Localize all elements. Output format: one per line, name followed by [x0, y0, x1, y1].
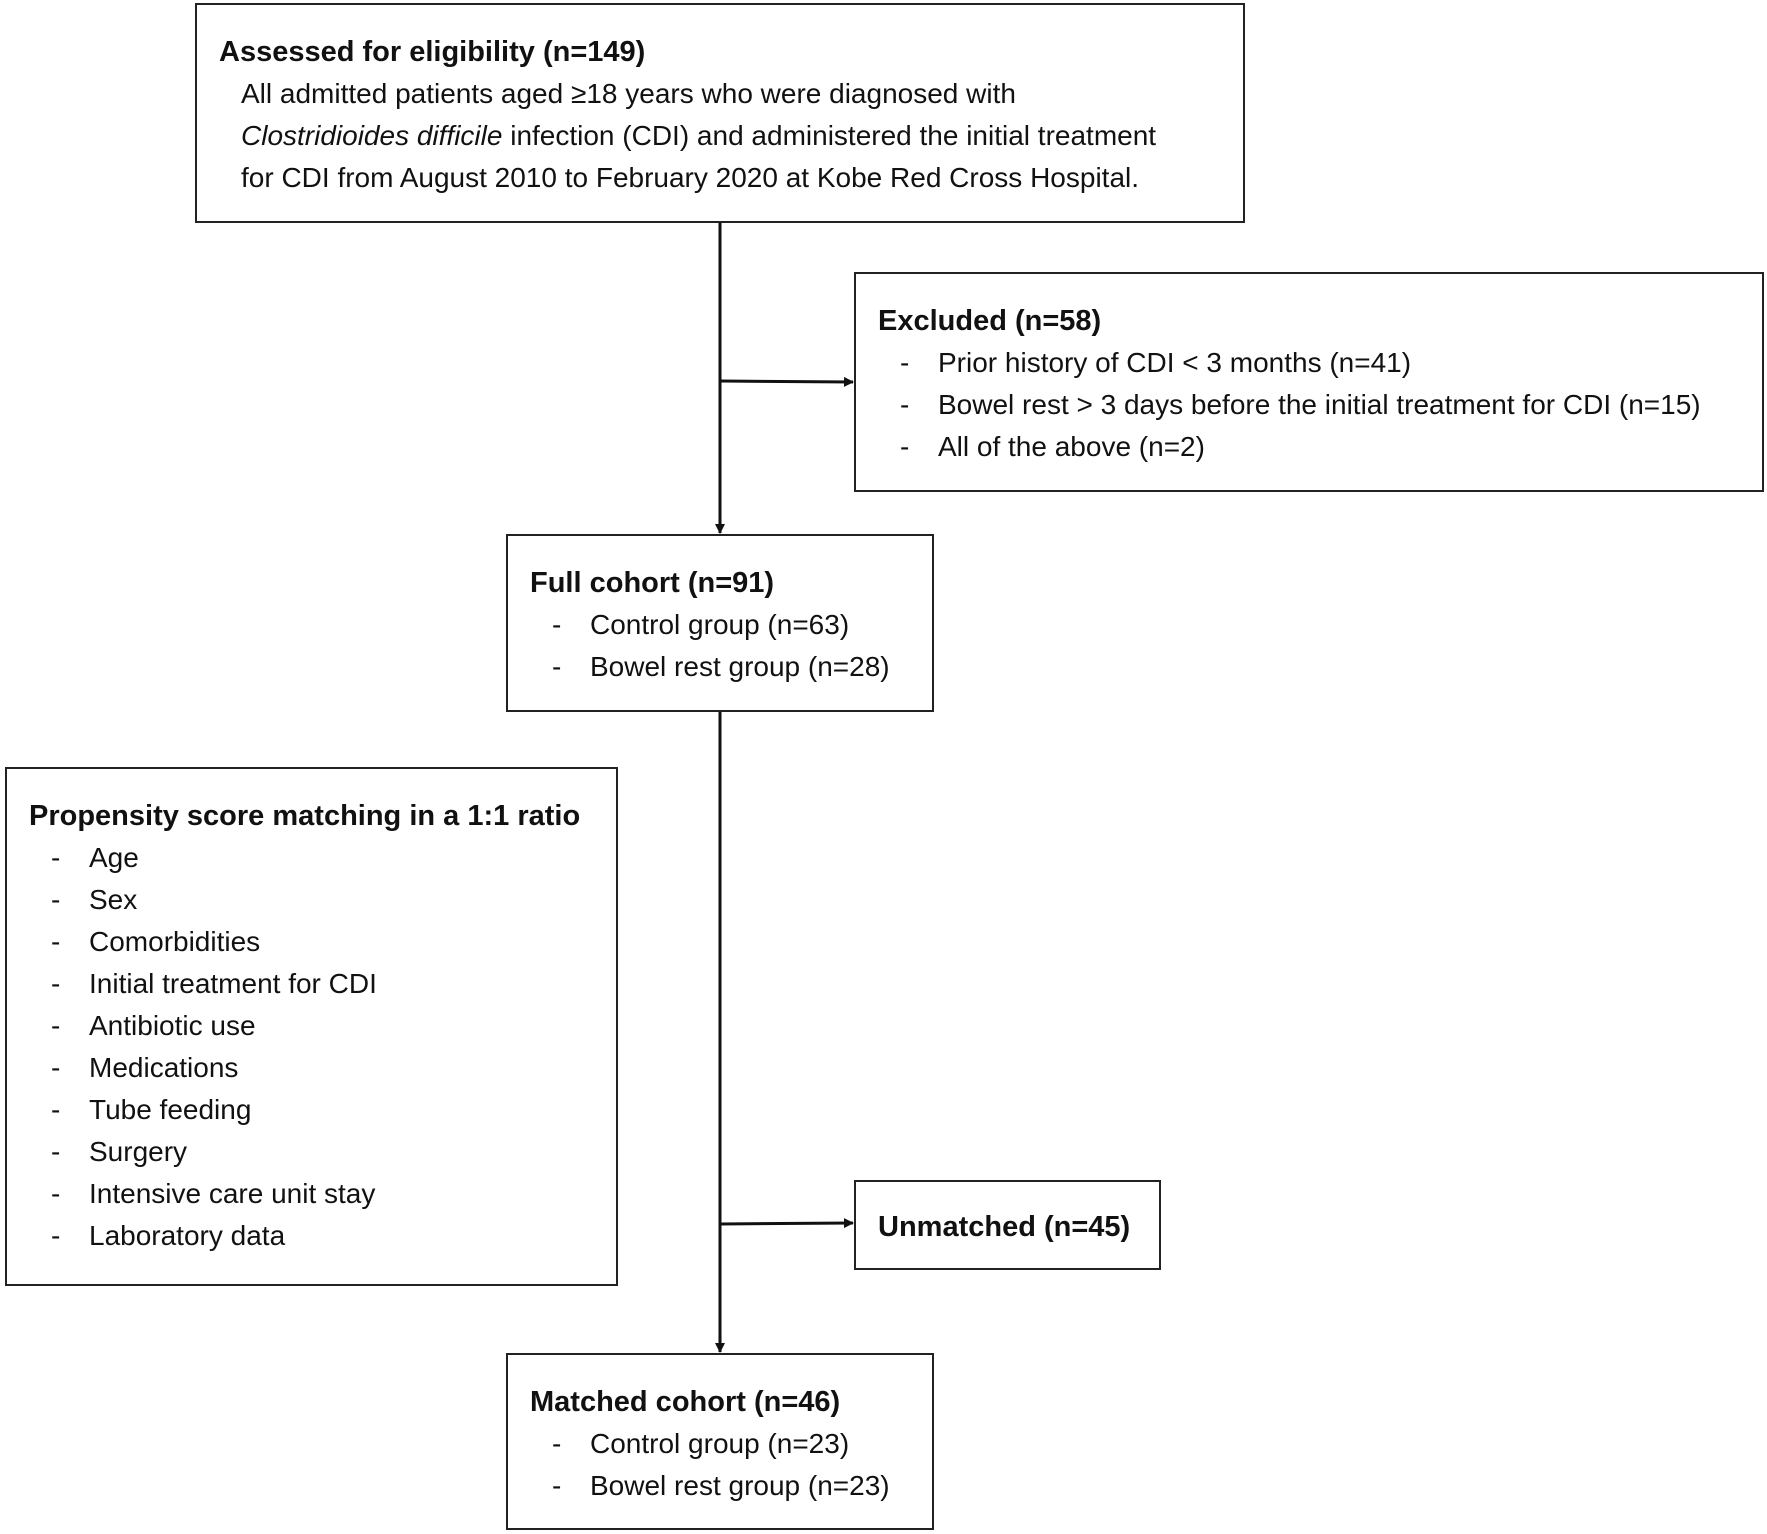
full-cohort-box: Full cohort (n=91) Control group (n=63) … — [506, 534, 934, 712]
arrow-to-unmatched — [719, 1218, 854, 1229]
full-cohort-title: Full cohort (n=91) — [530, 567, 775, 599]
eligibility-text-line-2: Clostridioides difficile infection (CDI)… — [241, 115, 1243, 157]
propensity-item: Initial treatment for CDI — [29, 963, 616, 1005]
eligibility-text-line-1: All admitted patients aged ≥18 years who… — [241, 78, 1016, 109]
propensity-item: Intensive care unit stay — [29, 1173, 616, 1215]
full-cohort-item: Bowel rest group (n=28) — [530, 646, 932, 688]
eligibility-text-line-3: for CDI from August 2010 to February 202… — [241, 162, 1140, 193]
eligibility-text-line-2-rest: infection (CDI) and administered the ini… — [502, 120, 1157, 151]
full-cohort-item: Control group (n=63) — [530, 604, 932, 646]
eligibility-title: Assessed for eligibility (n=149) — [219, 36, 646, 68]
unmatched-box: Unmatched (n=45) — [854, 1180, 1161, 1270]
matched-cohort-box: Matched cohort (n=46) Control group (n=2… — [506, 1353, 934, 1530]
propensity-item: Sex — [29, 879, 616, 921]
matched-cohort-title: Matched cohort (n=46) — [530, 1386, 841, 1418]
excluded-item: All of the above (n=2) — [878, 426, 1762, 468]
propensity-item: Comorbidities — [29, 921, 616, 963]
excluded-list: Prior history of CDI < 3 months (n=41) B… — [878, 342, 1762, 468]
excluded-box: Excluded (n=58) Prior history of CDI < 3… — [854, 272, 1764, 492]
full-cohort-list: Control group (n=63) Bowel rest group (n… — [530, 604, 932, 688]
propensity-item: Laboratory data — [29, 1215, 616, 1257]
propensity-item: Antibiotic use — [29, 1005, 616, 1047]
propensity-item: Medications — [29, 1047, 616, 1089]
propensity-title: Propensity score matching in a 1:1 ratio — [29, 800, 581, 832]
matched-cohort-item: Control group (n=23) — [530, 1423, 932, 1465]
matched-cohort-list: Control group (n=23) Bowel rest group (n… — [530, 1423, 932, 1507]
propensity-list: Age Sex Comorbidities Initial treatment … — [29, 837, 616, 1257]
excluded-item: Bowel rest > 3 days before the initial t… — [878, 384, 1762, 426]
excluded-title: Excluded (n=58) — [878, 305, 1102, 337]
arrow-to-excluded — [719, 376, 854, 387]
matched-cohort-item: Bowel rest group (n=23) — [530, 1465, 932, 1507]
excluded-item: Prior history of CDI < 3 months (n=41) — [878, 342, 1762, 384]
unmatched-title: Unmatched (n=45) — [878, 1211, 1131, 1243]
propensity-item: Surgery — [29, 1131, 616, 1173]
propensity-box: Propensity score matching in a 1:1 ratio… — [5, 767, 618, 1286]
eligibility-box: Assessed for eligibility (n=149) All adm… — [195, 3, 1245, 223]
propensity-item: Tube feeding — [29, 1089, 616, 1131]
organism-name: Clostridioides difficile — [241, 120, 503, 151]
propensity-item: Age — [29, 837, 616, 879]
